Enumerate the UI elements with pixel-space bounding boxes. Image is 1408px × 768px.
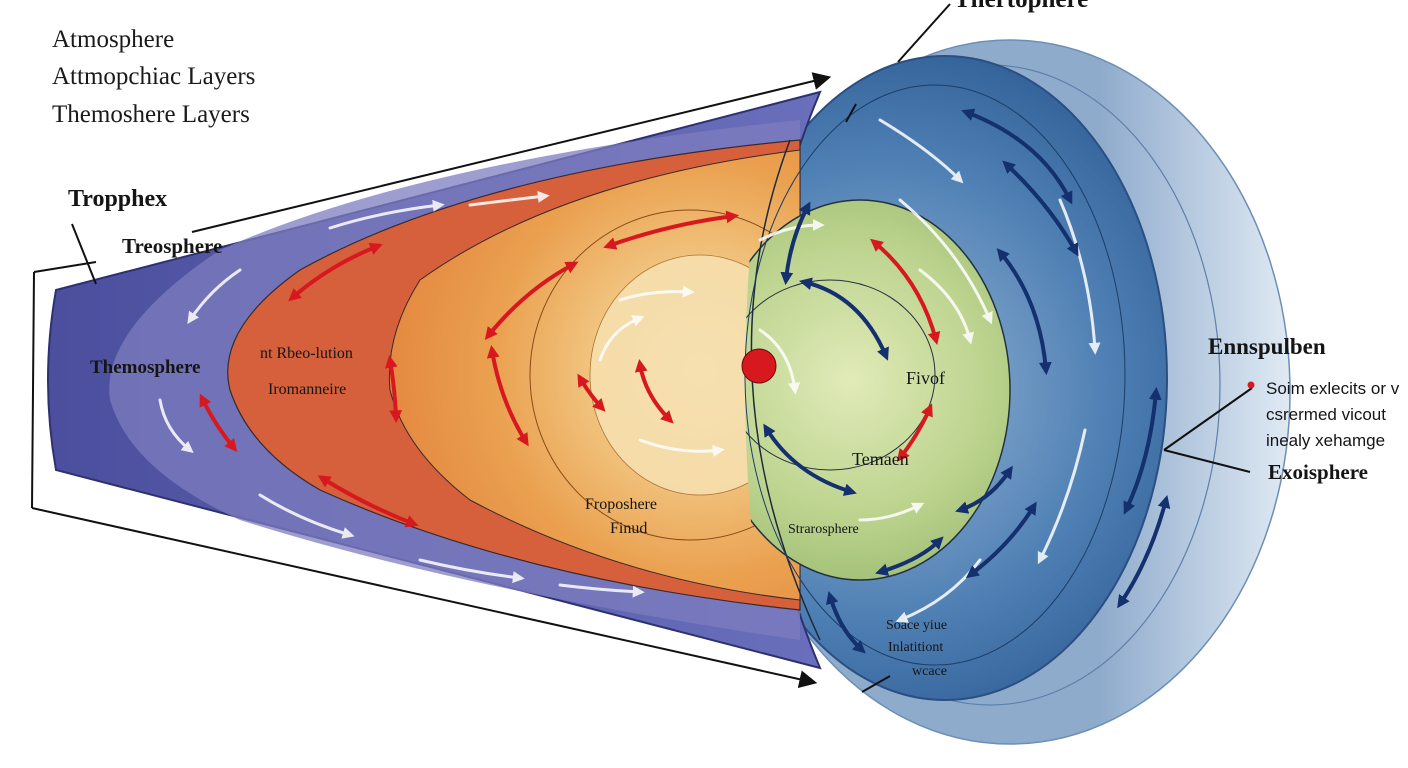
flow-arrow [328, 199, 445, 230]
red-arrow [288, 242, 383, 302]
green-disc [745, 199, 1011, 581]
red-arrow [577, 373, 606, 412]
left-bracket-top [33, 261, 97, 273]
top-title-label: Thertophere [954, 0, 1088, 14]
bottom-outline-arrow [31, 507, 818, 689]
center-dot [741, 348, 777, 384]
treosphere-label: Treosphere [122, 234, 223, 258]
flow-arrow [858, 502, 925, 522]
red-arrow [486, 344, 529, 447]
navy-arrow [780, 201, 811, 286]
red-arrow [199, 393, 238, 452]
red-arrow [603, 210, 740, 250]
flow-arrow [468, 190, 550, 207]
top-tick [845, 103, 857, 123]
navy-arrow [1117, 495, 1171, 609]
header-line-2: Attmopchiac Layers [52, 63, 256, 90]
navy-arrow [826, 591, 866, 654]
red-arrows [199, 210, 941, 528]
red-arrow [317, 475, 419, 528]
stratosphere-label: Strarosphere [788, 522, 859, 537]
navy-arrow [875, 536, 944, 576]
red-arrow [384, 354, 403, 424]
flow-arrow [638, 438, 725, 457]
soace-line-2: Inlatitiont [888, 640, 944, 655]
navy-arrows [763, 108, 1171, 654]
flow-arrow [618, 285, 695, 302]
exosphere-leader [1163, 449, 1251, 473]
flow-arrow [258, 493, 355, 539]
title-leader [897, 3, 951, 63]
bottom-tick [861, 675, 891, 693]
header-line-3: Themoshere Layers [52, 101, 250, 128]
flow-arrow [878, 118, 964, 184]
red-arrow [484, 261, 579, 340]
flow-arrow [598, 315, 645, 362]
red-arrow [870, 238, 941, 345]
ennspulben-label: Ennspulben [1208, 334, 1326, 359]
top-outline-arrow [191, 72, 832, 233]
soace-line-3: wcace [912, 664, 947, 679]
temaen-label: Temaen [852, 449, 909, 469]
themosphere-label: Themosphere [90, 357, 201, 378]
red-arrow [634, 358, 674, 424]
side-note-line-1: Soim exlecits or v [1266, 379, 1400, 398]
navy-arrow [996, 248, 1052, 376]
navy-arrow [1002, 160, 1079, 257]
flow-arrow [187, 268, 242, 324]
navy-arrow [955, 465, 1013, 514]
flow-arrow [418, 558, 525, 584]
navy-arrow [799, 277, 889, 361]
note-leader [1163, 387, 1253, 451]
side-note-line-3: inealy xehamge [1266, 431, 1386, 450]
exosphere-label: Exoisphere [1268, 460, 1368, 484]
red-arrow [896, 403, 933, 463]
note-bullet [1247, 381, 1255, 389]
iromanneire-label: Iromanneire [268, 381, 347, 398]
rbeo-lution-label: nt Rbeo-lution [260, 345, 353, 362]
flow-arrow [558, 583, 645, 598]
flow-arrow [898, 198, 993, 325]
flow-arrow [158, 398, 194, 453]
flow-arrow [758, 328, 801, 395]
navy-arrow [763, 423, 857, 496]
left-bracket [31, 271, 35, 509]
header-line-1: Atmosphere [52, 26, 175, 53]
finud-label: Finud [610, 520, 648, 537]
outline-lines [31, 3, 1253, 693]
soace-line-1: Soace yiue [886, 618, 948, 633]
flow-arrow [1037, 428, 1087, 565]
froposhere-label: Froposhere [585, 496, 657, 513]
tropphex-leader [71, 223, 97, 285]
fivof-label: Fivof [906, 368, 946, 388]
side-note: Soim exlecits or v csrermed vicout ineal… [1266, 376, 1408, 454]
divider-curve [750, 139, 821, 641]
side-note-line-2: csrermed vicout [1266, 405, 1386, 424]
navy-arrow [965, 501, 1037, 579]
tropphex-label: Tropphex [68, 186, 168, 212]
